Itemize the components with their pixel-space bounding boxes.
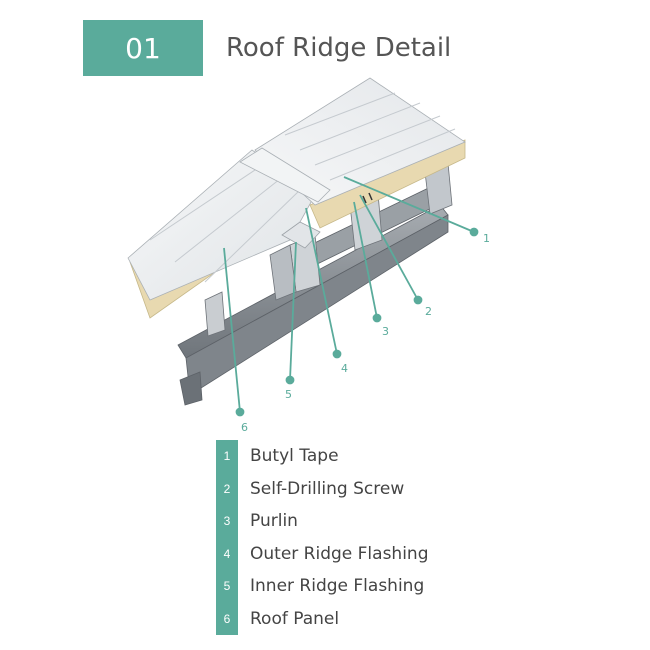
- legend: 1 Butyl Tape 2 Self-Drilling Screw 3 Pur…: [216, 440, 429, 635]
- roof-panel-left: [127, 149, 316, 319]
- legend-number: 2: [216, 472, 238, 505]
- callout-dot-3: [372, 313, 382, 323]
- legend-label: Inner Ridge Flashing: [250, 576, 425, 597]
- callout-dot-6: [235, 407, 245, 417]
- legend-item: 5 Inner Ridge Flashing: [216, 570, 429, 603]
- legend-label: Roof Panel: [250, 608, 340, 629]
- legend-item: 6 Roof Panel: [216, 602, 429, 635]
- legend-label: Outer Ridge Flashing: [250, 543, 429, 564]
- callout-number-2: 2: [425, 305, 432, 318]
- outer-ridge-flashing: [239, 147, 331, 203]
- roof-panel-right: [254, 77, 466, 229]
- legend-number: 1: [216, 440, 238, 473]
- legend-item: 1 Butyl Tape: [216, 440, 429, 473]
- legend-label: Purlin: [250, 511, 298, 532]
- callout-dot-4: [332, 349, 342, 359]
- page-title: Roof Ridge Detail: [226, 33, 452, 63]
- legend-number: 5: [216, 570, 238, 603]
- purlin-left: [204, 291, 226, 337]
- callout-number-6: 6: [241, 421, 248, 434]
- legend-item: 2 Self-Drilling Screw: [216, 472, 429, 505]
- callout-lines: [223, 176, 479, 417]
- legend-number: 6: [216, 602, 238, 635]
- section-number-badge: 01: [83, 20, 203, 76]
- callout-dot-1: [469, 227, 479, 237]
- self-drilling-screws: [362, 192, 373, 204]
- callout-number-5: 5: [285, 388, 292, 401]
- legend-number: 3: [216, 505, 238, 538]
- legend-label: Self-Drilling Screw: [250, 478, 405, 499]
- legend-number: 4: [216, 537, 238, 570]
- section-number: 01: [125, 31, 161, 65]
- callout-number-4: 4: [341, 362, 348, 375]
- callout-dot-2: [413, 295, 423, 305]
- callout-dot-5: [285, 375, 295, 385]
- legend-item: 3 Purlin: [216, 505, 429, 538]
- legend-label: Butyl Tape: [250, 446, 339, 467]
- legend-item: 4 Outer Ridge Flashing: [216, 537, 429, 570]
- callout-number-3: 3: [382, 325, 389, 338]
- callout-number-1: 1: [483, 232, 490, 245]
